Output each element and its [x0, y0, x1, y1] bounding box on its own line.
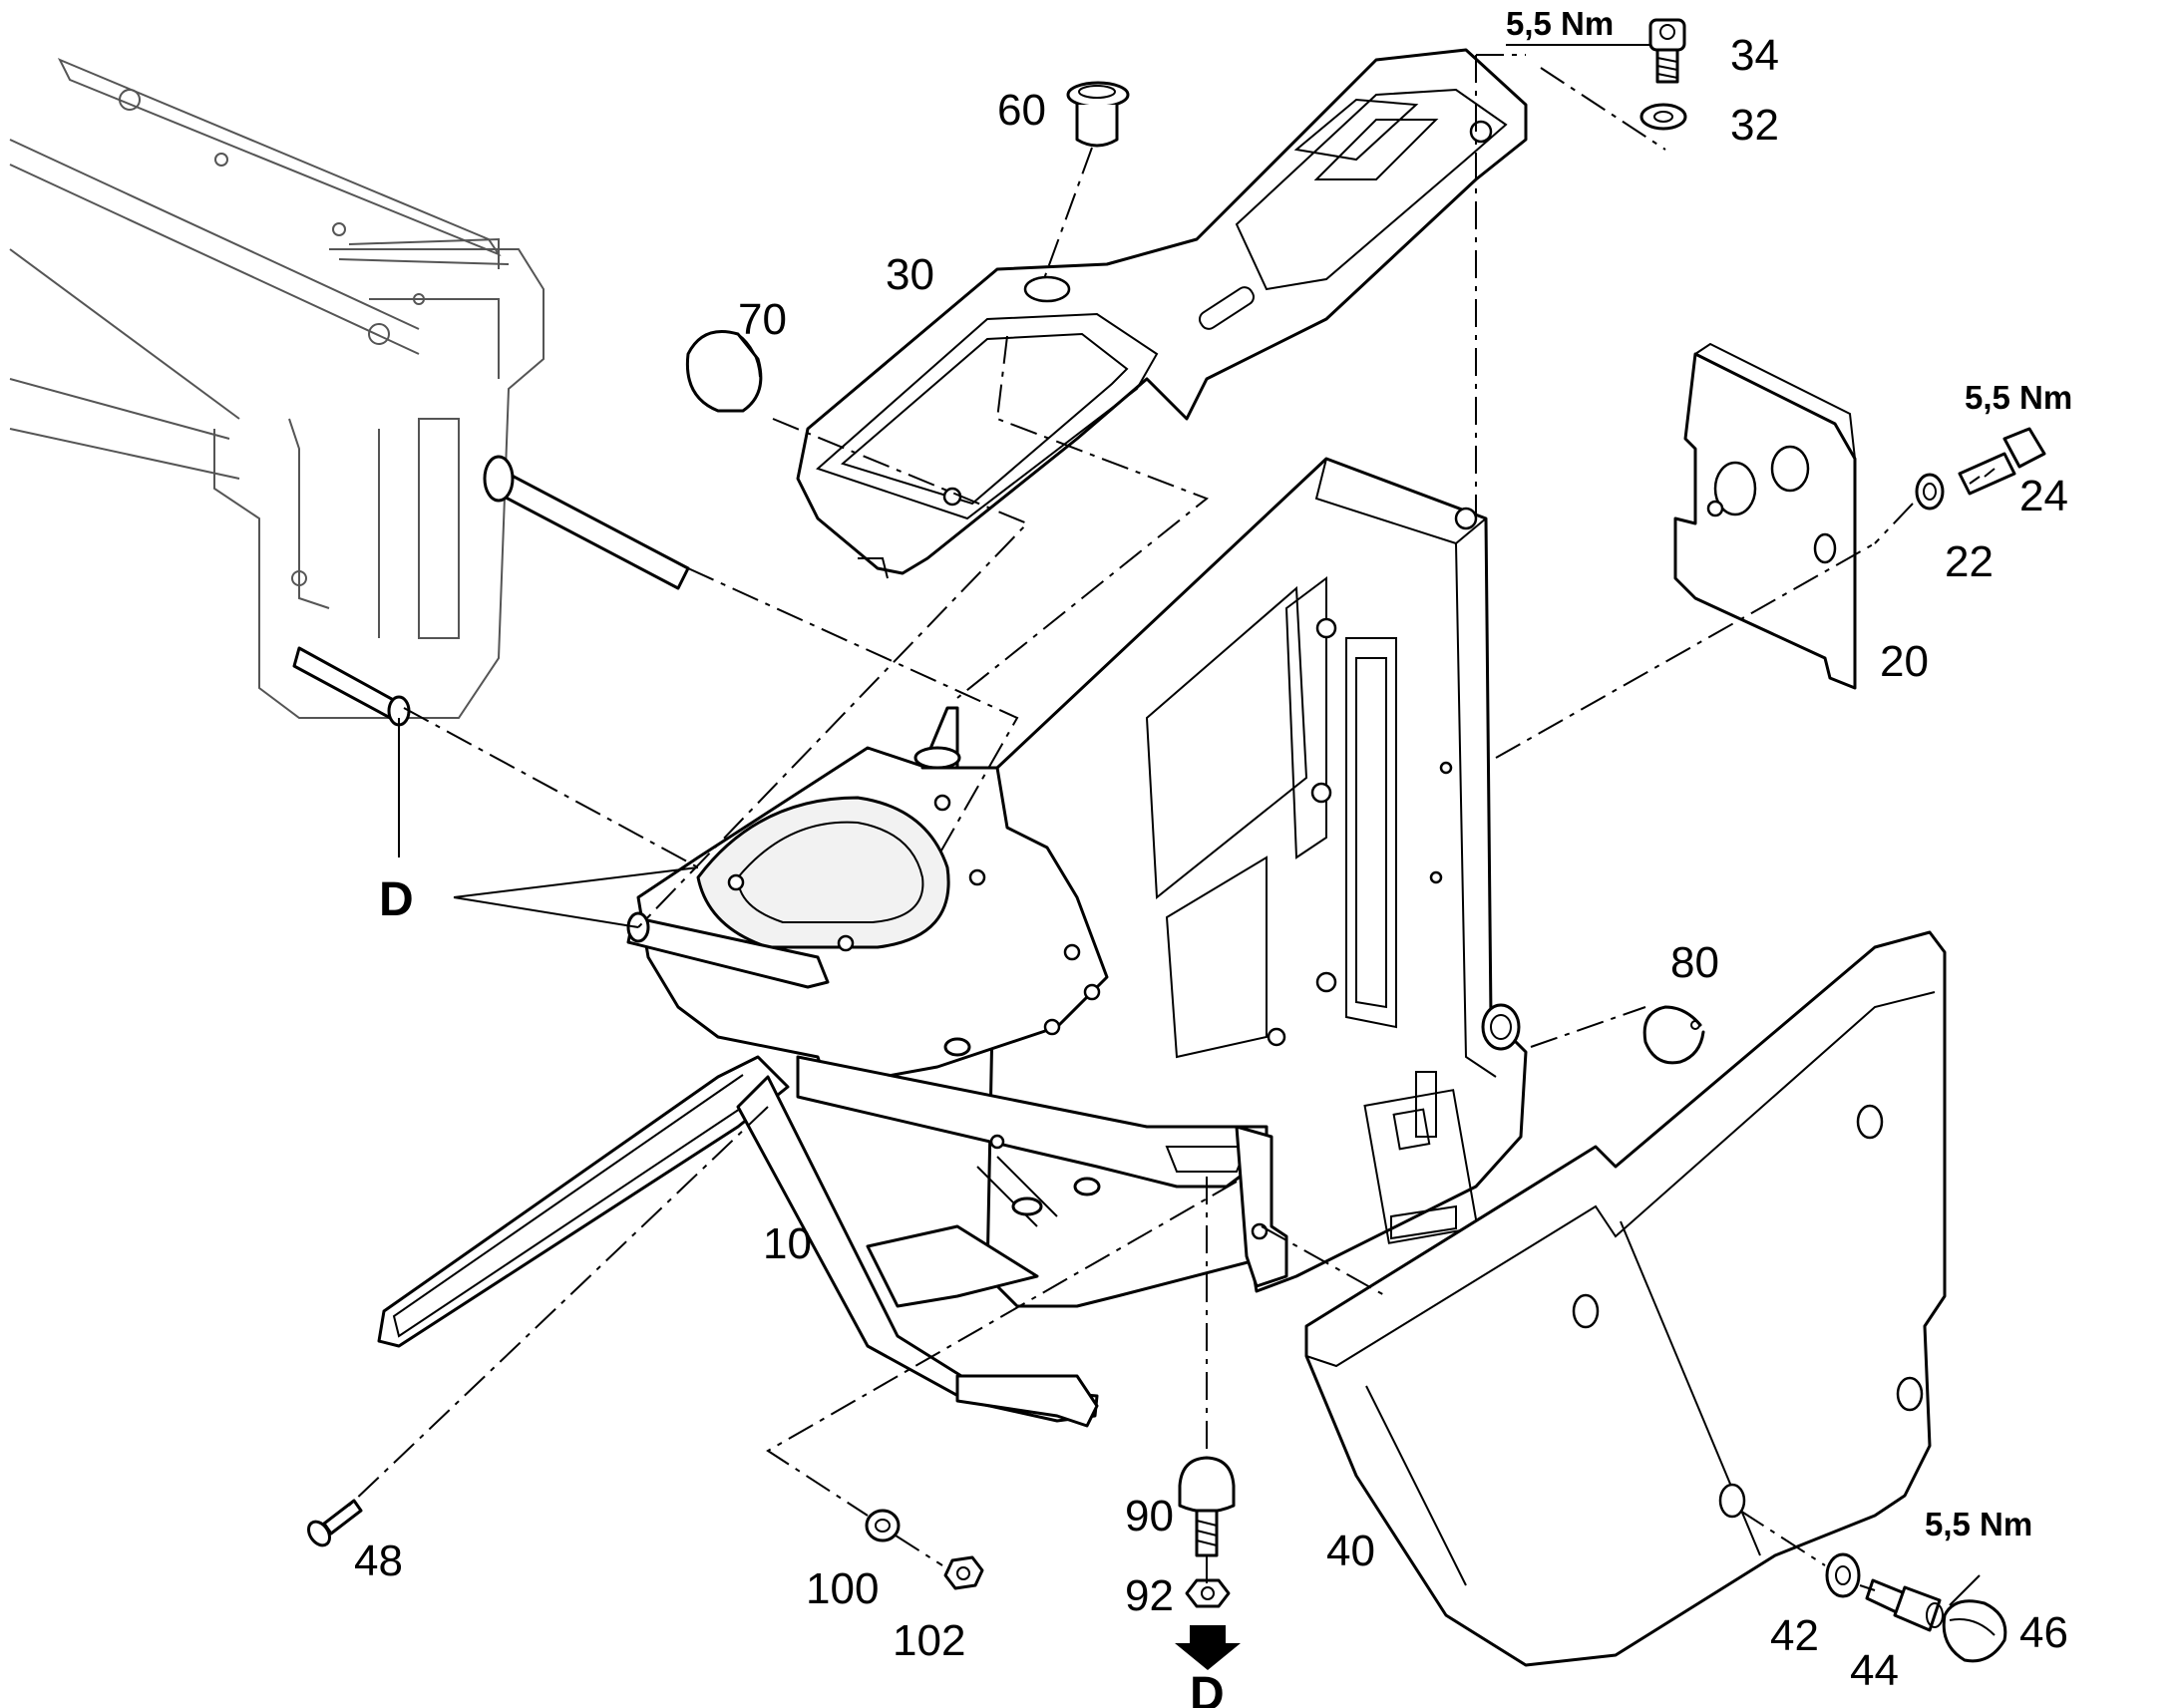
label-part-90: 90	[1125, 1492, 1174, 1540]
part-80-circlip	[1642, 1005, 1705, 1065]
part-42-washer	[1825, 1552, 1861, 1598]
down-arrow-icon	[1175, 1625, 1241, 1670]
part-70-knob	[685, 330, 763, 413]
part-32-washer	[1639, 103, 1687, 131]
part-90-buffer	[1178, 1456, 1236, 1557]
label-part-60: 60	[997, 86, 1046, 135]
label-part-80: 80	[1670, 938, 1719, 987]
label-part-102: 102	[893, 1616, 965, 1665]
part-100-washer	[865, 1509, 901, 1542]
part-44-screw	[1865, 1578, 1944, 1632]
chassis-frame-ghost	[9, 58, 690, 727]
label-part-24: 24	[2019, 472, 2068, 520]
part-34-screw	[1648, 18, 1686, 84]
part-labels: 5,5 Nm 34 32 60 30 70 5,5 Nm 24 22 20 D …	[354, 5, 2072, 1708]
part-20-shield-plate	[1673, 342, 1857, 690]
label-part-100: 100	[806, 1564, 879, 1613]
label-part-42: 42	[1770, 1611, 1819, 1660]
part-60-plug	[1066, 81, 1130, 148]
label-part-30: 30	[886, 250, 934, 299]
part-30-top-cover	[796, 48, 1528, 579]
label-part-44: 44	[1850, 1646, 1899, 1695]
part-92-nut	[1185, 1578, 1231, 1608]
torque-label-24: 5,5 Nm	[1965, 379, 2072, 416]
torque-label-44: 5,5 Nm	[1925, 1506, 2032, 1542]
label-part-92: 92	[1125, 1571, 1174, 1620]
label-part-70: 70	[738, 295, 787, 344]
part-24-screw	[1958, 427, 2046, 496]
part-22-washer	[1915, 473, 1945, 511]
label-part-46: 46	[2019, 1608, 2068, 1657]
part-48-screw	[307, 1499, 363, 1547]
leader-lines	[348, 44, 1981, 1606]
label-part-32: 32	[1730, 101, 1779, 150]
part-46-cap	[1942, 1599, 2007, 1663]
label-part-22: 22	[1945, 537, 1994, 586]
torque-label-34: 5,5 Nm	[1506, 5, 1614, 42]
label-part-40: 40	[1326, 1527, 1375, 1575]
ref-label-d-bottom: D	[1190, 1668, 1225, 1708]
label-part-34: 34	[1730, 31, 1779, 80]
part-40-side-cover	[1304, 930, 1947, 1667]
label-part-20: 20	[1880, 637, 1929, 686]
ref-label-d-left: D	[379, 873, 414, 926]
label-part-48: 48	[354, 1537, 403, 1585]
part-102-nut	[943, 1555, 984, 1590]
label-part-10: 10	[763, 1219, 812, 1268]
part-10-main-frame	[377, 457, 1528, 1428]
